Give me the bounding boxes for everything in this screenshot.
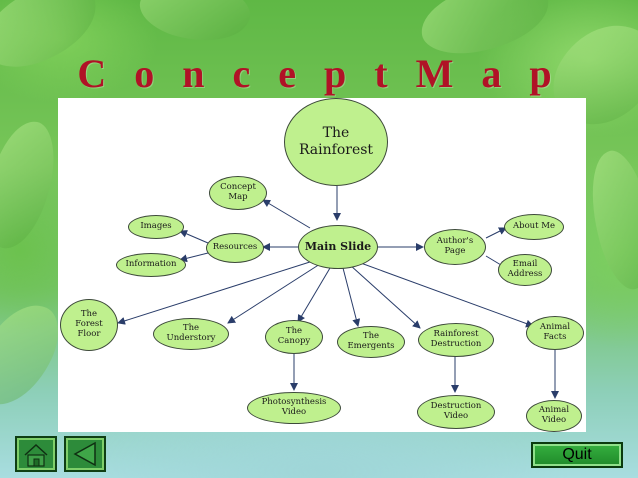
node-authors-page[interactable]: Author's Page [424, 229, 486, 265]
node-emergents[interactable]: The Emergents [337, 326, 405, 358]
node-understory[interactable]: The Understory [153, 318, 229, 350]
node-images[interactable]: Images [128, 215, 184, 239]
back-button[interactable] [64, 436, 106, 472]
slide-title: C o n c e p t M a p [77, 51, 561, 96]
node-resources[interactable]: Resources [206, 233, 264, 263]
home-icon [24, 443, 48, 467]
concept-map-panel: The Rainforest Concept Map Images Inform… [58, 98, 586, 432]
node-forest-floor[interactable]: The Forest Floor [60, 299, 118, 351]
node-animal-facts[interactable]: Animal Facts [526, 316, 584, 350]
node-animal-video[interactable]: Animal Video [526, 400, 582, 432]
node-rainforest[interactable]: The Rainforest [284, 98, 388, 186]
node-email-address[interactable]: Email Address [498, 254, 552, 286]
home-button[interactable] [15, 436, 57, 472]
node-rainforest-destruction[interactable]: Rainforest Destruction [418, 323, 494, 357]
back-arrow-icon [73, 441, 96, 467]
node-information[interactable]: Information [116, 253, 186, 277]
connector-lines [117, 186, 559, 399]
node-canopy[interactable]: The Canopy [265, 320, 323, 354]
node-about-me[interactable]: About Me [504, 214, 564, 240]
node-main-slide[interactable]: Main Slide [298, 225, 378, 269]
node-concept-map[interactable]: Concept Map [209, 176, 267, 210]
node-photosynthesis-video[interactable]: Photosynthesis Video [247, 392, 341, 424]
node-destruction-video[interactable]: Destruction Video [417, 395, 495, 429]
quit-button[interactable]: Quit [531, 442, 623, 468]
